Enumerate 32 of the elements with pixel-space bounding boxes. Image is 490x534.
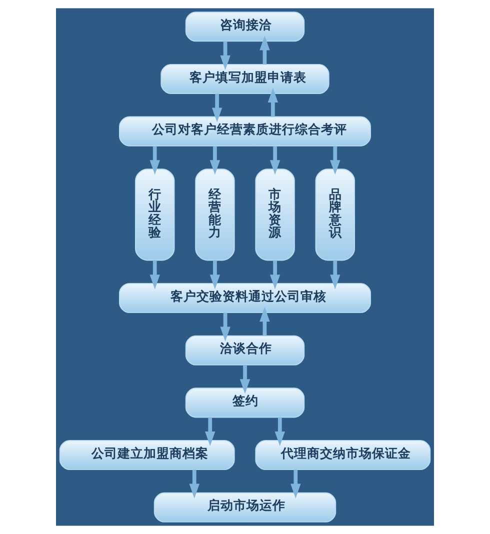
node-box: 经营能力 (195, 168, 235, 261)
arrow (290, 470, 301, 498)
node-box: 客户填写加盟申请表 (160, 64, 330, 94)
arrow (260, 307, 270, 336)
arrow (212, 94, 222, 122)
arrow (150, 260, 160, 290)
arrow (220, 41, 230, 70)
arrow (220, 312, 230, 342)
node-box: 启动市场运作 (154, 492, 336, 522)
arrow (260, 36, 270, 64)
arrow (205, 417, 216, 446)
node-box: 品牌意识 (315, 168, 355, 261)
arrow (268, 88, 278, 117)
node-box: 公司对客户经营素质进行综合考评 (119, 116, 371, 146)
node-box: 行业经验 (134, 168, 175, 261)
node-box: 咨询接洽 (185, 12, 305, 42)
arrow (210, 260, 220, 290)
node-box: 公司建立加盟商档案 (59, 440, 235, 470)
arrow (150, 146, 160, 175)
arrow (240, 364, 250, 394)
node-box: 市场资源 (255, 168, 295, 261)
arrow (189, 470, 200, 498)
arrow (330, 260, 340, 290)
arrow (210, 146, 220, 175)
node-box: 客户交验资料通过公司审核 (119, 283, 371, 314)
node-box: 代理商交纳市场保证金 (255, 440, 431, 470)
node-box: 洽谈合作 (185, 335, 305, 366)
arrow (274, 417, 285, 446)
arrow (270, 146, 280, 175)
arrow (270, 260, 280, 290)
arrow (330, 146, 340, 175)
node-box: 签约 (185, 388, 305, 418)
